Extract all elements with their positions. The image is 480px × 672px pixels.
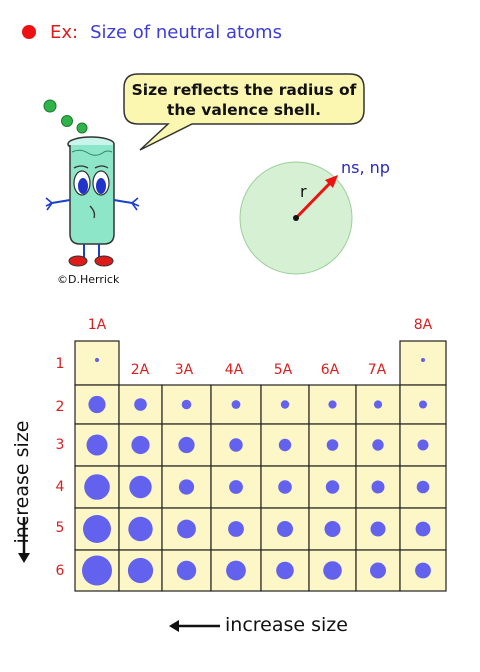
atom-size-dot <box>371 480 385 494</box>
atom-size-dot <box>229 480 243 494</box>
bullet-dot <box>22 25 36 39</box>
element-cell <box>210 465 262 509</box>
group-label-8a: 8A <box>413 317 433 333</box>
bubble-dot <box>76 122 88 134</box>
atom-size-dot <box>370 562 386 579</box>
atom-size-dot <box>134 398 147 411</box>
group-label-2a: 2A <box>130 362 150 378</box>
atom-size-dot <box>86 434 108 456</box>
group-label-7a: 7A <box>367 362 387 378</box>
element-cell <box>74 340 120 386</box>
atom-size-dot <box>129 475 152 499</box>
atom-size-dot <box>370 521 386 537</box>
atom-size-dot <box>278 480 292 494</box>
atom-size-dot <box>419 400 427 409</box>
atom-size-dot <box>277 521 293 537</box>
atom-size-dot <box>82 555 112 586</box>
atom-size-dot <box>421 358 425 362</box>
atom-size-dot <box>415 562 431 579</box>
down-arrow-icon <box>18 517 30 563</box>
atom-size-dot <box>178 436 195 454</box>
period-label-6: 6 <box>55 563 65 579</box>
atom-size-dot <box>176 560 197 581</box>
group-label-1a: 1A <box>87 317 107 333</box>
atom-size-dot <box>229 438 243 452</box>
test-tube-mascot-icon <box>45 136 140 267</box>
atom-size-dot <box>323 561 342 580</box>
atom-size-dot <box>178 479 195 495</box>
left-arrow-icon <box>169 620 220 632</box>
element-cell <box>399 340 447 386</box>
horizontal-axis-label: increase size <box>225 614 348 636</box>
atom-size-dot <box>231 400 241 409</box>
bubble-dot <box>61 115 73 127</box>
slide-title: Size of neutral atoms <box>90 21 282 43</box>
atom-size-dot <box>228 521 244 537</box>
atom-size-dot <box>328 400 337 409</box>
radius-label: r <box>300 182 307 201</box>
atom-size-dot <box>280 400 290 409</box>
atom-size-dot <box>324 521 341 537</box>
speech-text: Size reflects the radius of the valence … <box>131 81 357 119</box>
atom-size-dot <box>415 521 431 537</box>
nucleus-dot <box>293 215 299 221</box>
atom-size-dot <box>128 516 153 542</box>
atom-size-dot <box>278 438 292 452</box>
atom-size-dot <box>131 435 150 455</box>
atom-size-dot <box>416 480 430 494</box>
atom-size-dot <box>88 395 106 414</box>
period-label-2: 2 <box>55 399 65 415</box>
atom-size-dot <box>84 474 110 500</box>
radius-arrowhead <box>325 175 338 188</box>
atom-size-dot <box>181 399 192 410</box>
atom-size-dot <box>325 480 340 494</box>
atom-size-dot <box>417 439 429 451</box>
illustration <box>43 73 365 275</box>
period-label-1: 1 <box>55 356 65 372</box>
atom-size-dot <box>127 557 154 584</box>
atom-size-dot <box>373 400 383 409</box>
atomic-size-grid <box>74 340 447 592</box>
radius-arrow <box>294 178 335 220</box>
period-label-3: 3 <box>55 437 65 453</box>
atom-size-dot <box>276 561 294 580</box>
atom-size-dot <box>94 357 100 363</box>
atom-size-dot <box>326 439 339 451</box>
period-label-5: 5 <box>55 520 65 536</box>
atom-size-dot <box>83 515 111 543</box>
atom-size-dot <box>226 560 246 581</box>
shell-label: ns, np <box>341 158 390 177</box>
example-prefix: Ex: <box>50 21 79 43</box>
bubble-dot <box>43 99 57 113</box>
author-credit: ©D.Herrick <box>57 273 120 286</box>
atom-size-dot <box>372 439 384 451</box>
period-label-4: 4 <box>55 479 65 495</box>
atom-size-dot <box>177 519 196 539</box>
group-label-4a: 4A <box>224 362 244 378</box>
slide-header: Ex: Size of neutral atoms <box>22 18 282 46</box>
group-label-3a: 3A <box>174 362 194 378</box>
speech-bubble <box>123 73 365 151</box>
group-label-6a: 6A <box>320 362 340 378</box>
group-label-5a: 5A <box>273 362 293 378</box>
